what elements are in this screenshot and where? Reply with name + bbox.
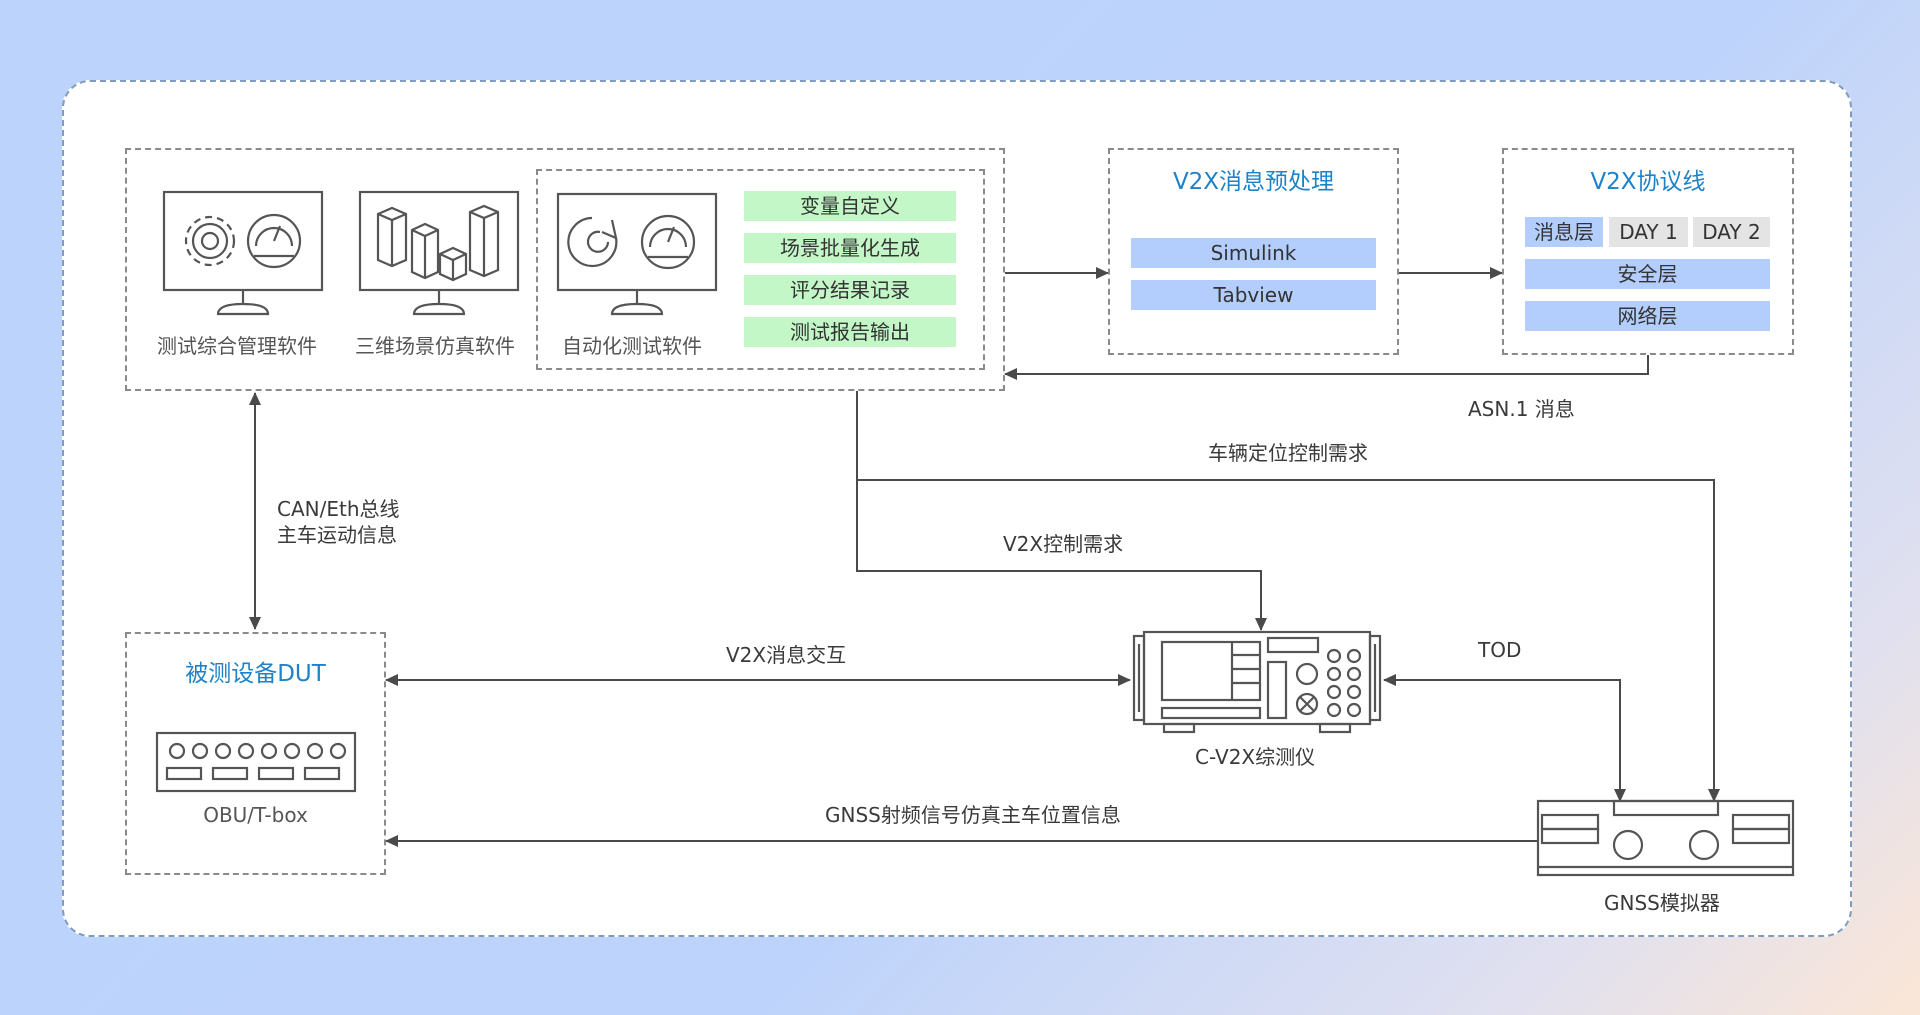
preprocess-tabview: Tabview xyxy=(1131,280,1376,310)
software-group-box xyxy=(125,148,1005,391)
protocol-day2: DAY 2 xyxy=(1693,217,1770,247)
v2x-control-label: V2X控制需求 xyxy=(1003,532,1124,556)
protocol-network-layer: 网络层 xyxy=(1525,301,1770,331)
obu-device-icon xyxy=(155,731,357,793)
obu-label: OBU/T-box xyxy=(203,803,308,827)
test-management-monitor-icon xyxy=(162,190,324,316)
vehicle-positioning-label: 车辆定位控制需求 xyxy=(1208,441,1368,465)
feature-report-output: 测试报告输出 xyxy=(744,317,956,347)
feature-batch-scene: 场景批量化生成 xyxy=(744,233,956,263)
gnss-simulator-icon xyxy=(1536,799,1795,877)
can-bus-label-line2: 主车运动信息 xyxy=(277,523,397,547)
arrow-asn-return xyxy=(1004,355,1649,380)
protocol-box xyxy=(1502,148,1794,355)
protocol-security-layer: 安全层 xyxy=(1525,259,1770,289)
auto-test-label: 自动化测试软件 xyxy=(562,334,702,358)
preprocess-simulink: Simulink xyxy=(1131,238,1376,268)
arrow-tod xyxy=(1383,674,1626,802)
tod-label: TOD xyxy=(1478,638,1522,662)
gnss-simulator-label: GNSS模拟器 xyxy=(1604,891,1720,915)
protocol-message-layer: 消息层 xyxy=(1525,217,1603,247)
preprocess-title: V2X消息预处理 xyxy=(1172,169,1335,195)
test-management-label: 测试综合管理软件 xyxy=(157,334,317,358)
preprocess-box xyxy=(1108,148,1399,355)
cv2x-tester-icon xyxy=(1132,630,1382,734)
auto-test-box xyxy=(536,169,985,370)
scene-simulation-monitor-icon xyxy=(358,190,520,316)
protocol-day1: DAY 1 xyxy=(1609,217,1688,247)
arrow-vehicle-positioning xyxy=(856,391,1720,802)
feature-score-record: 评分结果记录 xyxy=(744,275,956,305)
dut-box xyxy=(125,632,386,875)
feature-variable-custom: 变量自定义 xyxy=(744,191,956,221)
can-bus-label-line1: CAN/Eth总线 xyxy=(277,497,400,521)
asn-message-label: ASN.1 消息 xyxy=(1468,397,1575,421)
gnss-rf-label: GNSS射频信号仿真主车位置信息 xyxy=(825,803,1121,827)
cv2x-tester-label: C-V2X综测仪 xyxy=(1195,745,1316,769)
v2x-exchange-label: V2X消息交互 xyxy=(726,643,847,667)
scene-simulation-label: 三维场景仿真软件 xyxy=(355,334,515,358)
dut-title: 被测设备DUT xyxy=(185,661,326,687)
arrow-v2x-control xyxy=(856,480,1267,631)
protocol-title: V2X协议线 xyxy=(1590,169,1706,195)
auto-test-monitor-icon xyxy=(556,192,718,316)
